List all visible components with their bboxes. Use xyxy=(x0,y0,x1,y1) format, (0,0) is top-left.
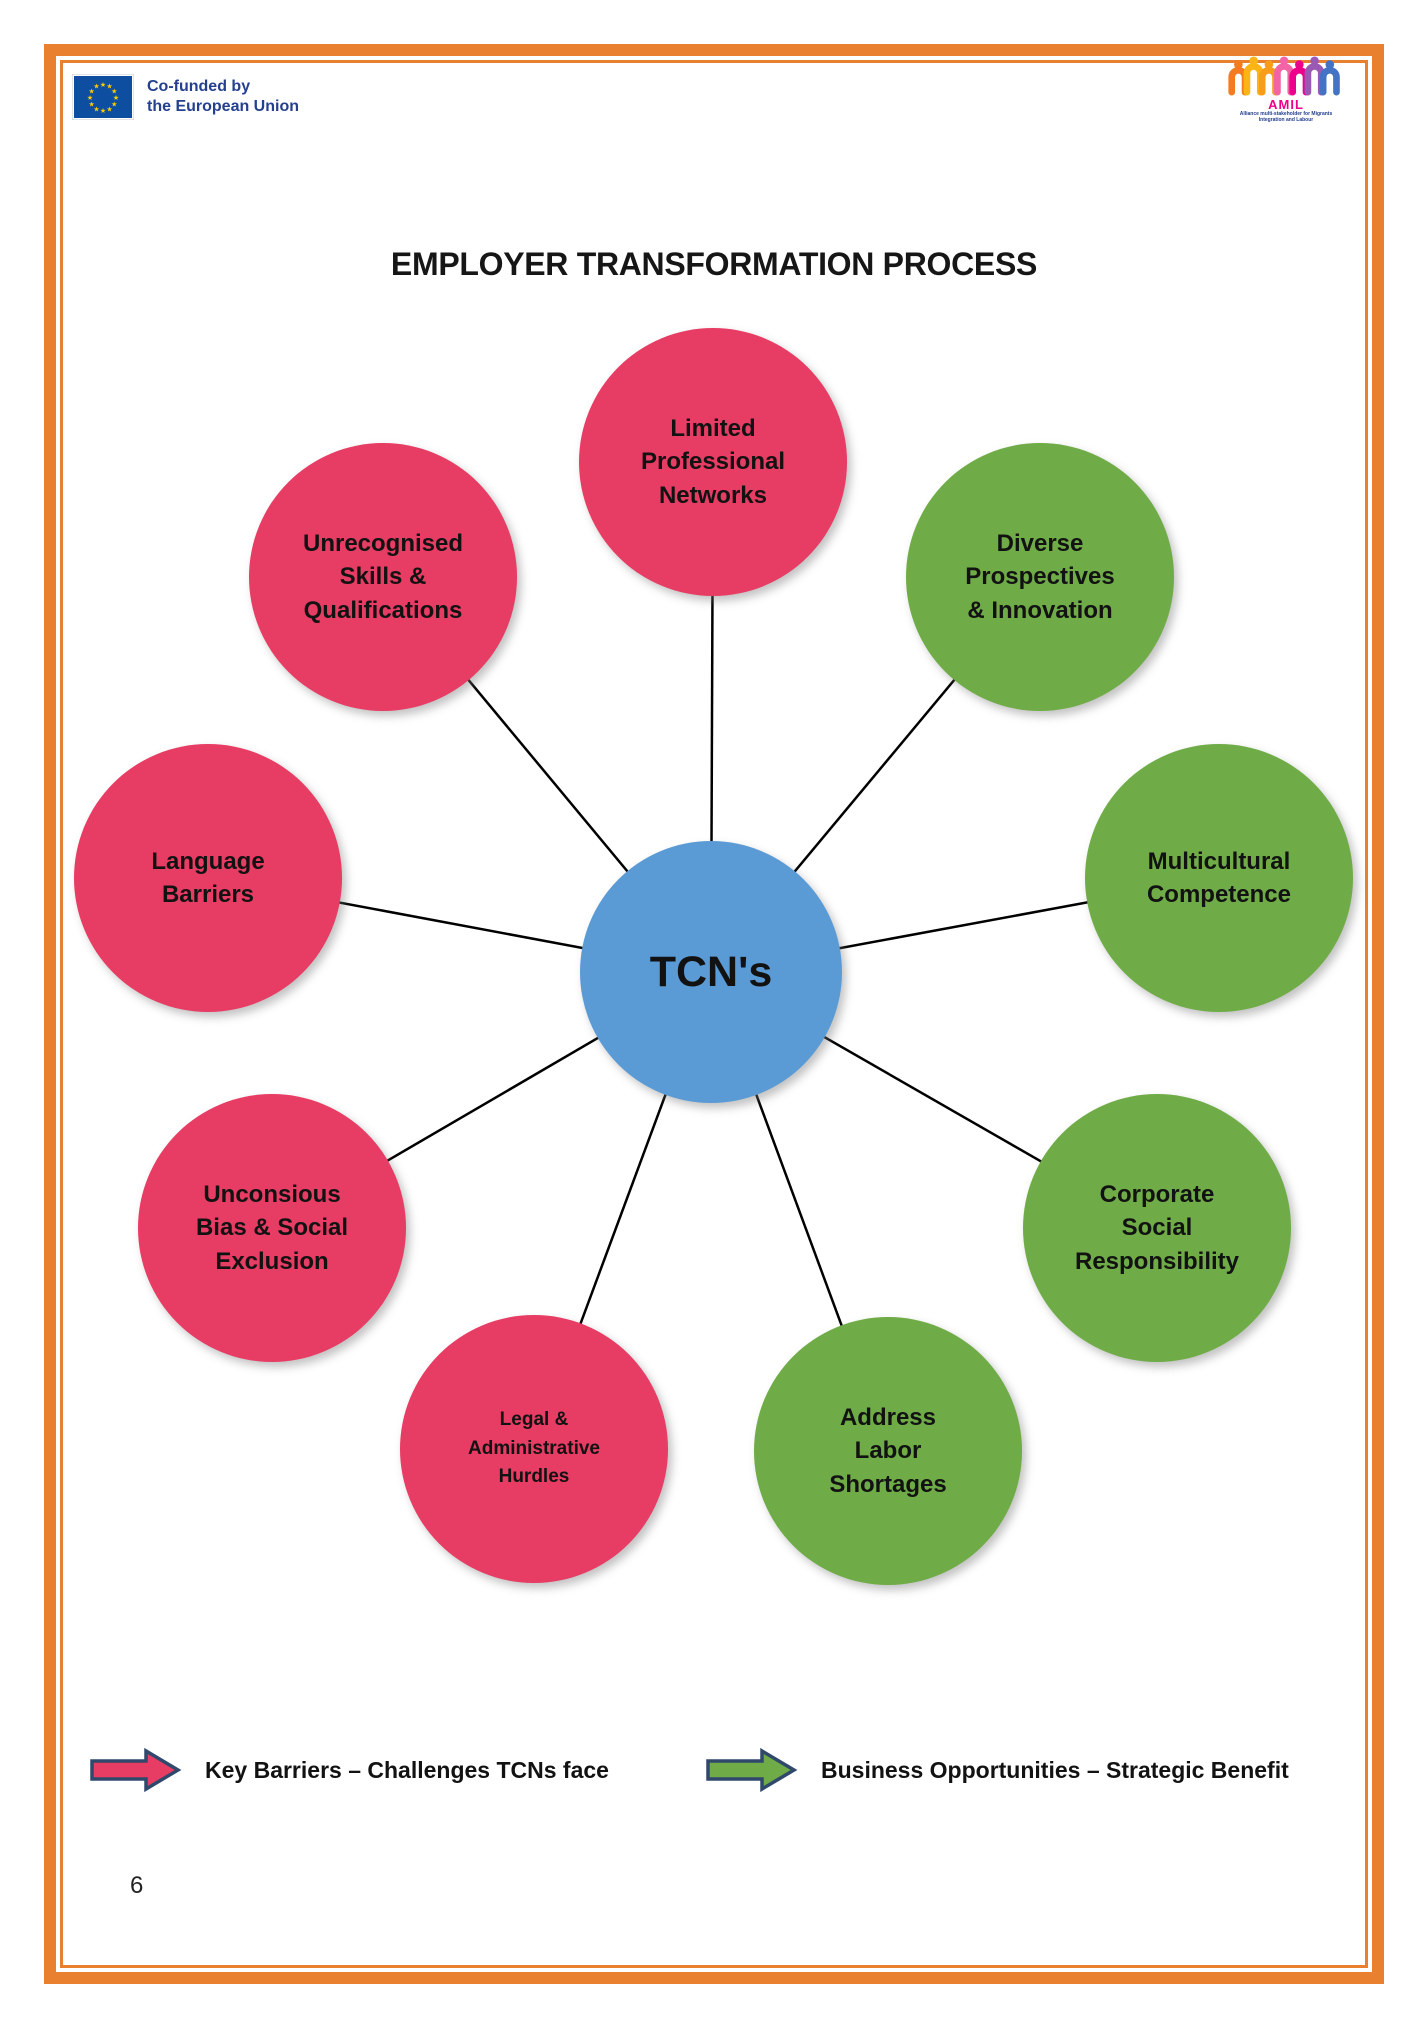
svg-text:★: ★ xyxy=(93,83,99,91)
svg-text:★: ★ xyxy=(111,88,117,96)
svg-text:★: ★ xyxy=(89,88,95,96)
node-unrecognised-skills-qualifications: Unrecognised Skills & Qualifications xyxy=(249,443,517,711)
opportunity-arrow-icon xyxy=(706,1747,798,1793)
barrier-arrow-icon xyxy=(90,1747,182,1793)
svg-text:★: ★ xyxy=(106,83,112,91)
amil-people-icon xyxy=(1228,56,1340,96)
node-limited-professional-networks: Limited Professional Networks xyxy=(579,328,847,596)
svg-text:★: ★ xyxy=(89,101,95,109)
amil-tagline-line1: Alliance multi-stakeholder for Migrants xyxy=(1239,111,1333,117)
legend-barriers-label: Key Barriers – Challenges TCNs face xyxy=(205,1756,609,1783)
svg-text:★: ★ xyxy=(111,101,117,109)
eu-flag-icon: ★★★ ★★★ ★★★ ★★★ xyxy=(72,74,134,120)
amil-name: AMIL xyxy=(1268,97,1304,112)
svg-text:★: ★ xyxy=(106,105,112,113)
node-language-barriers: Language Barriers xyxy=(74,744,342,1012)
legend-barriers: Key Barriers – Challenges TCNs face xyxy=(88,1744,609,1796)
svg-text:★: ★ xyxy=(100,107,106,115)
page-number: 6 xyxy=(130,1872,144,1899)
svg-text:★: ★ xyxy=(93,105,99,113)
amil-tagline-line2: Integration and Labour xyxy=(1258,117,1314,124)
node-multicultural-competence: Multicultural Competence xyxy=(1085,744,1353,1012)
eu-cofunded-logo: ★★★ ★★★ ★★★ ★★★ Co-funded by the Europea… xyxy=(72,74,299,120)
node-corporate-social-responsibility: Corporate Social Responsibility xyxy=(1023,1094,1291,1362)
legend-opportunities: Business Opportunities – Strategic Benef… xyxy=(704,1744,1289,1796)
node-legal-administrative-hurdles: Legal & Administrative Hurdles xyxy=(400,1315,668,1583)
svg-text:★: ★ xyxy=(113,94,119,102)
eu-cofunded-line1: Co-funded by xyxy=(147,78,251,95)
eu-cofunded-text: Co-funded by the European Union xyxy=(147,74,299,116)
node-unconsious-bias-social-exclusion: Unconsious Bias & Social Exclusion xyxy=(138,1094,406,1362)
node-center-tcns: TCN's xyxy=(580,841,842,1103)
amil-logo: AMIL Alliance multi-stakeholder for Migr… xyxy=(1222,56,1350,124)
legend-opportunities-label: Business Opportunities – Strategic Benef… xyxy=(821,1756,1289,1783)
svg-text:★: ★ xyxy=(100,81,106,89)
node-diverse-prospectives-innovation: Diverse Prospectives & Innovation xyxy=(906,443,1174,711)
svg-text:★: ★ xyxy=(87,94,93,102)
node-address-labor-shortages: Address Labor Shortages xyxy=(754,1317,1022,1585)
eu-cofunded-line2: the European Union xyxy=(147,97,299,115)
page-title: EMPLOYER TRANSFORMATION PROCESS xyxy=(390,246,1038,282)
